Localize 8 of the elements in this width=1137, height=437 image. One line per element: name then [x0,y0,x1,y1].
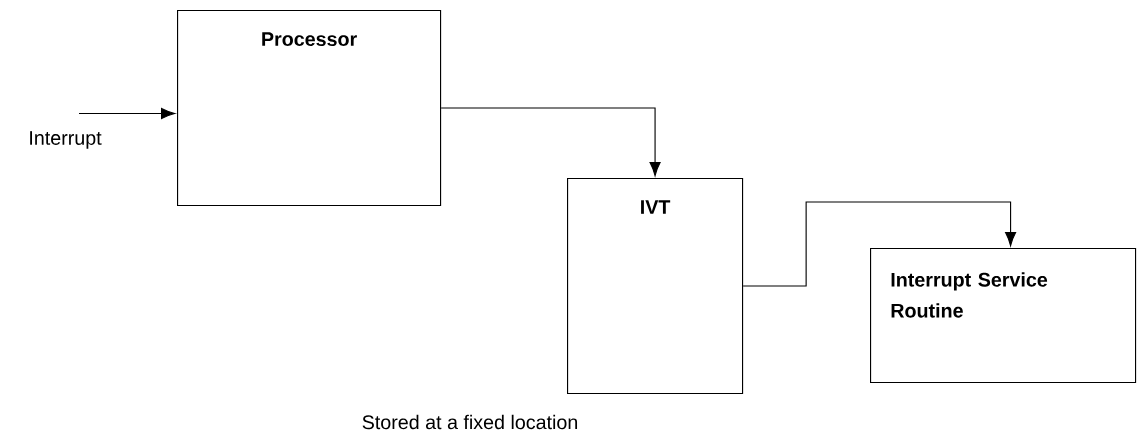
connector-arrow [440,107,661,177]
process-box: IVT [567,178,744,395]
connector-arrow [78,107,176,120]
process-box: Interrupt Service Routine [870,248,1137,384]
node-label: Interrupt [30,131,102,149]
process-box: Processor [177,10,442,207]
note-label: Stored at a fixed location [362,414,577,430]
connector-arrow [742,201,1017,287]
